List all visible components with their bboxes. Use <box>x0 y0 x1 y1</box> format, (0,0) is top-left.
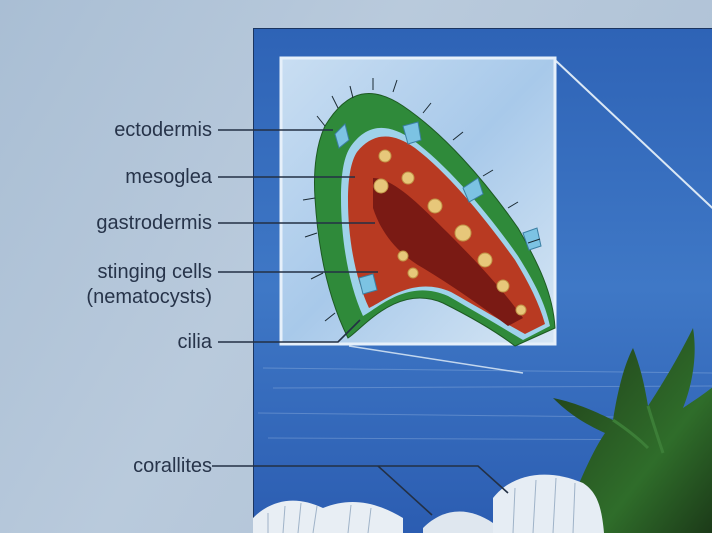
label-ectodermis: ectodermis <box>114 119 212 141</box>
label-nematocysts: (nematocysts) <box>86 286 212 308</box>
label-cilia: cilia <box>178 331 212 353</box>
label-stinging-cells: stinging cells <box>97 261 212 283</box>
label-gastrodermis: gastrodermis <box>96 212 212 234</box>
leader-corallites-right <box>212 466 508 493</box>
label-mesoglea: mesoglea <box>125 166 212 188</box>
label-corallites: corallites <box>133 455 212 477</box>
leader-corallites-left <box>378 466 432 515</box>
leader-cilia <box>218 320 360 342</box>
